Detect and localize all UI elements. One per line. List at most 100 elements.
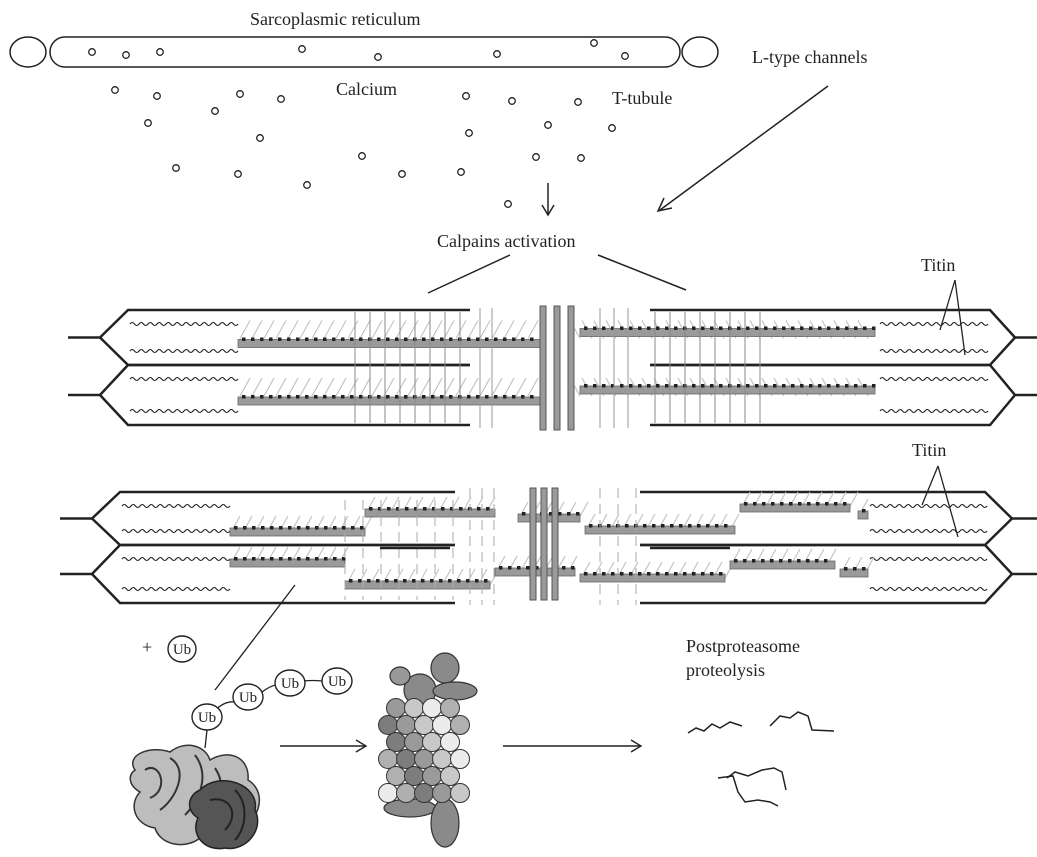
titin-spring <box>880 350 988 353</box>
myosin-head <box>261 526 265 530</box>
myosin-head <box>647 572 651 576</box>
myosin-head <box>512 338 516 342</box>
myosin-head <box>423 507 427 511</box>
myosin-head <box>324 526 328 530</box>
myosin-head <box>845 384 849 388</box>
myosin-head <box>872 327 876 331</box>
calcium-ion <box>278 96 285 103</box>
myosin-head <box>800 384 804 388</box>
myosin-head <box>279 526 283 530</box>
myosin-head <box>788 559 792 563</box>
proteasome-subunit <box>387 699 406 718</box>
myosin-head <box>467 395 471 399</box>
myosin-head <box>234 557 238 561</box>
myosin-head <box>780 502 784 506</box>
myosin-head <box>494 395 498 399</box>
calpains-activation-label: Calpains activation <box>437 232 575 250</box>
calcium-ion <box>173 165 180 172</box>
peptide-fragments <box>688 712 834 806</box>
myosin-head <box>297 557 301 561</box>
myosin-head <box>323 338 327 342</box>
myosin-head <box>499 566 503 570</box>
myosin-head <box>818 384 822 388</box>
titin-spring <box>880 378 988 381</box>
myosin-head <box>815 559 819 563</box>
myosin-head <box>508 566 512 570</box>
actin-hatch <box>300 378 310 396</box>
proteasome <box>379 653 478 847</box>
myosin-head <box>643 524 647 528</box>
proteasome-subunit <box>415 716 434 735</box>
proteasome-subunit <box>387 733 406 752</box>
calcium-ion <box>509 98 516 105</box>
myosin-head <box>358 579 362 583</box>
myosin-head <box>710 384 714 388</box>
myosin-head <box>862 509 866 513</box>
actin-hatch <box>372 321 382 339</box>
myosin-head <box>854 384 858 388</box>
myosin-head <box>818 327 822 331</box>
calcium-ion <box>235 171 242 178</box>
titin-spring <box>880 323 988 326</box>
proteasome-subunit <box>433 716 452 735</box>
actin-hatch <box>252 378 262 396</box>
myosin-head <box>278 395 282 399</box>
myosin-head <box>324 557 328 561</box>
myosin-head <box>638 327 642 331</box>
proteasome-subunit <box>379 716 398 735</box>
myosin-head <box>656 572 660 576</box>
titin-spring <box>122 530 230 533</box>
myosin-head <box>526 566 530 570</box>
myosin-head <box>836 327 840 331</box>
titin-pointer-top <box>940 280 965 355</box>
myosin-head <box>439 579 443 583</box>
proteasome-subunit <box>397 784 416 803</box>
myosin-head <box>314 338 318 342</box>
myosin-head <box>403 579 407 583</box>
myosin-head <box>441 507 445 511</box>
ubiquitin-free: Ub <box>168 636 196 662</box>
ub-chain-3: Ub <box>281 676 299 692</box>
myosin-head <box>670 524 674 528</box>
actin-hatch <box>396 378 406 396</box>
actin-hatch <box>324 321 334 339</box>
titin-pointer-bottom <box>922 466 958 537</box>
myosin-head <box>503 338 507 342</box>
calcium-ion <box>609 125 616 132</box>
myosin-head <box>394 579 398 583</box>
actin-hatch <box>516 378 526 396</box>
myosin-head <box>771 502 775 506</box>
myosin-head <box>278 338 282 342</box>
myosin-head <box>773 327 777 331</box>
myosin-head <box>744 502 748 506</box>
calcium-ion <box>466 130 473 137</box>
myosin-head <box>584 384 588 388</box>
myosin-head <box>724 524 728 528</box>
thick-filament-fragment <box>365 509 495 517</box>
thick-filament <box>580 329 875 337</box>
actin-hatch <box>468 321 478 339</box>
titin-spring <box>870 588 987 591</box>
calcium-ion <box>112 87 119 94</box>
myosin-head <box>440 395 444 399</box>
myosin-head <box>797 559 801 563</box>
actin-hatch <box>360 321 370 339</box>
myosin-head <box>405 507 409 511</box>
myosin-head <box>350 395 354 399</box>
myosin-head <box>287 338 291 342</box>
to-proteasome-arrow <box>280 740 366 752</box>
thick-filament <box>580 386 875 394</box>
myosin-head <box>562 566 566 570</box>
myosin-head <box>816 502 820 506</box>
z-disc-right <box>650 395 1015 425</box>
myosin-head <box>558 512 562 516</box>
myosin-head <box>782 384 786 388</box>
myosin-head <box>367 579 371 583</box>
calcium-ion <box>154 93 161 100</box>
myosin-head <box>629 572 633 576</box>
calcium-ion <box>458 169 465 176</box>
calcium-ion <box>89 49 96 56</box>
m-line-post <box>540 306 546 430</box>
myosin-head <box>457 579 461 583</box>
myosin-head <box>665 384 669 388</box>
